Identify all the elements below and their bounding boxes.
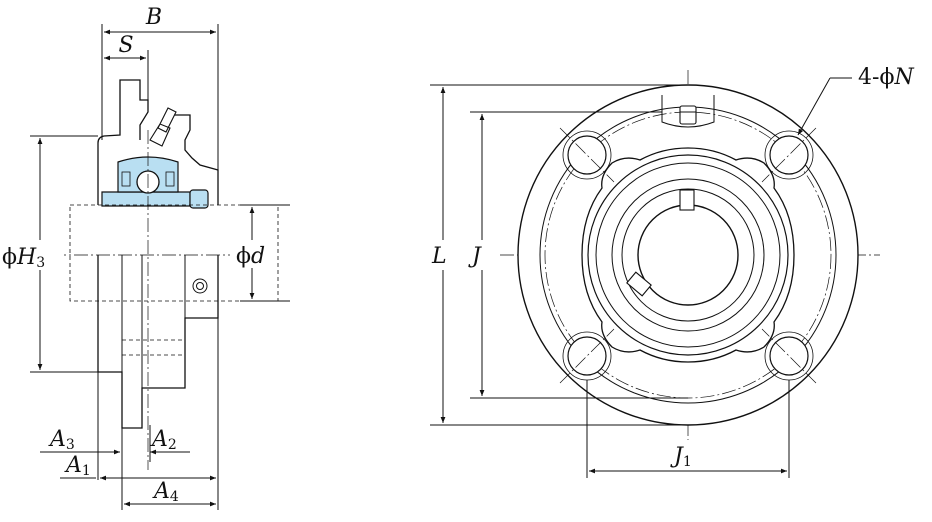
- dim-S-label: S: [118, 33, 133, 58]
- dim-A4-label: A4: [152, 479, 179, 505]
- shaft-bore-outline: [69, 204, 279, 302]
- set-screw-top: [679, 189, 695, 211]
- front-view: L J J1 4-ϕN: [428, 65, 914, 478]
- dim-H3-label: ϕH3: [2, 245, 45, 271]
- grease-fitting: [149, 107, 177, 147]
- dim-J-label: J: [468, 244, 482, 269]
- top-grease-notch: [661, 95, 715, 128]
- side-view: B S ϕH3 ϕd A3 A2 A1: [0, 5, 290, 510]
- dim-d-label: ϕd: [236, 244, 265, 269]
- dim-J1-label: J1: [670, 444, 692, 470]
- housing-cross-profile: [581, 147, 795, 363]
- dim-B-label: B: [145, 5, 162, 30]
- dim-A1-label: A1: [64, 453, 91, 479]
- bolt-holes: [559, 127, 817, 384]
- set-screw-angled: [626, 271, 652, 297]
- set-screw: [189, 189, 209, 209]
- dim-N-label: 4-ϕN: [858, 65, 914, 90]
- bearing-outer-ring-front: [587, 154, 789, 356]
- dim-A2-label: A2: [150, 427, 177, 453]
- dim-A3-label: A3: [48, 427, 75, 453]
- bearing-inner-ring: [101, 191, 191, 207]
- dim-L-label: L: [431, 244, 447, 269]
